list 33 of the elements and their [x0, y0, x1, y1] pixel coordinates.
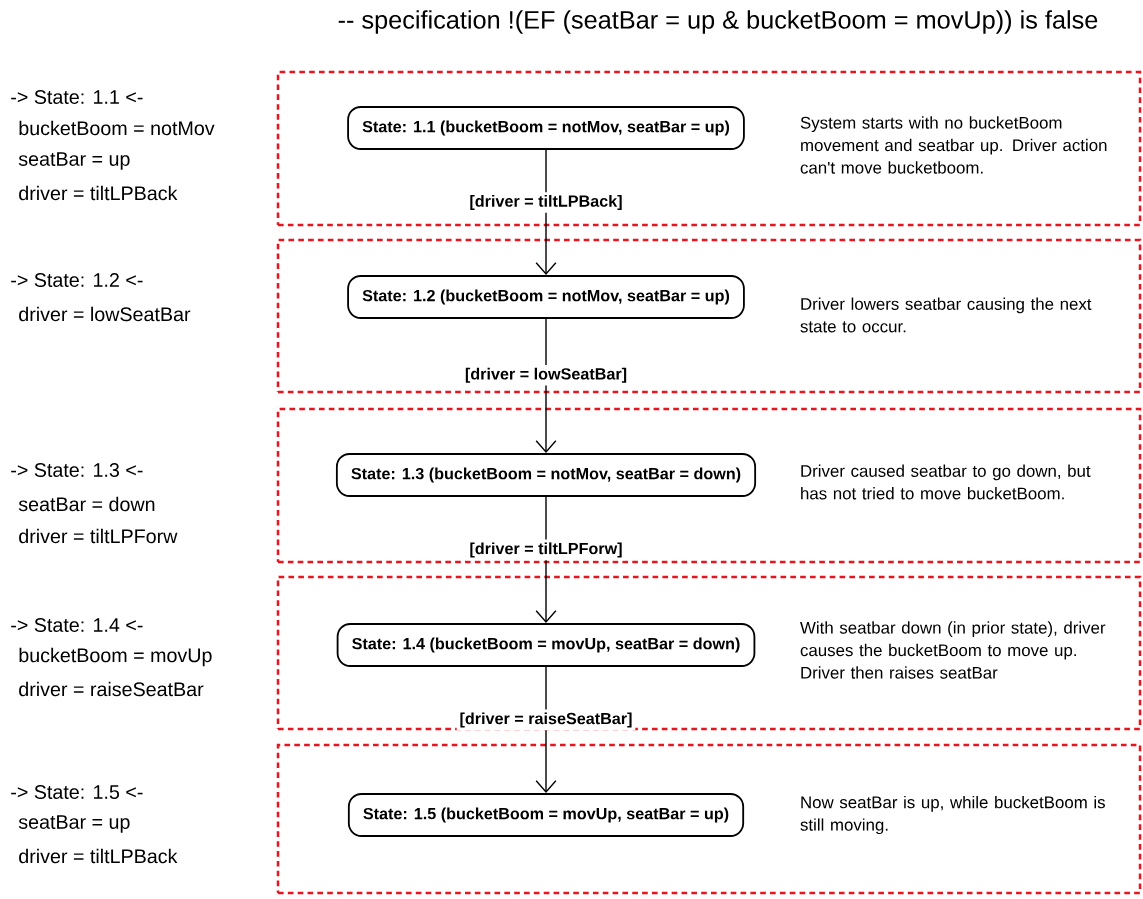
state-box: State: 1.4 (bucketBoom = movUp, seatBar = down)	[336, 623, 756, 667]
state-text: driver = lowSeatBar	[19, 306, 191, 322]
description-text: System starts with no bucketBoom movement and seatbar up. Driver action can't move bucketboom.	[800, 116, 1107, 174]
state-box: State: 1.1 (bucketBoom = notMov, seatBar = up)	[347, 106, 745, 150]
state-text: driver = tiltLPForw	[19, 528, 178, 544]
state-text: driver = raiseSeatBar	[19, 681, 204, 697]
state-text: -> State: 1.4 <-	[11, 618, 143, 632]
state-box: State: 1.2 (bucketBoom = notMov, seatBar = up)	[347, 275, 745, 319]
arrow	[535, 149, 557, 276]
title: -- specification !(EF (seatBar = up & bucketBoom = movUp)) is false	[338, 10, 1098, 34]
description-text: Now seatBar is up, while bucketBoom is still moving.	[800, 795, 1105, 835]
edge-label: [driver = lowSeatBar]	[465, 367, 627, 383]
state-box: State: 1.3 (bucketBoom = notMov, seatBar = down)	[335, 453, 757, 497]
arrow	[535, 496, 557, 624]
state-text: bucketBoom = notMov	[19, 120, 215, 136]
state-text: driver = tiltLPBack	[19, 185, 178, 201]
state-text: seatBar = up	[18, 815, 130, 833]
description-text: Driver lowers seatbar causing the next state to occur.	[800, 297, 1092, 333]
state-text: -> State: 1.5 <-	[11, 785, 143, 799]
state-text: bucketBoom = movUp	[19, 647, 212, 667]
state-text: seatBar = down	[18, 496, 155, 512]
state-box: State: 1.5 (bucketBoom = movUp, seatBar = up)	[347, 793, 745, 837]
description-text: Driver caused seatbar to go down, but has not tried to move bucketBoom.	[801, 464, 1091, 500]
arrow	[535, 666, 557, 794]
edge-label: [driver = raiseSeatBar]	[460, 712, 632, 728]
state-text: -> State: 1.1 <-	[11, 90, 143, 104]
state-text: -> State: 1.3 <-	[11, 463, 143, 477]
edge-label: [driver = tiltLPForw]	[470, 542, 622, 558]
description-text: With seatbar down (in prior state), driver causes the bucketBoom to move up. Driver then raises seatBar	[800, 621, 1106, 679]
edge-label: [driver = tiltLPBack]	[470, 194, 622, 210]
state-text: seatBar = up	[18, 152, 130, 170]
state-text: -> State: 1.2 <-	[11, 273, 143, 287]
state-text: driver = tiltLPBack	[19, 848, 178, 864]
